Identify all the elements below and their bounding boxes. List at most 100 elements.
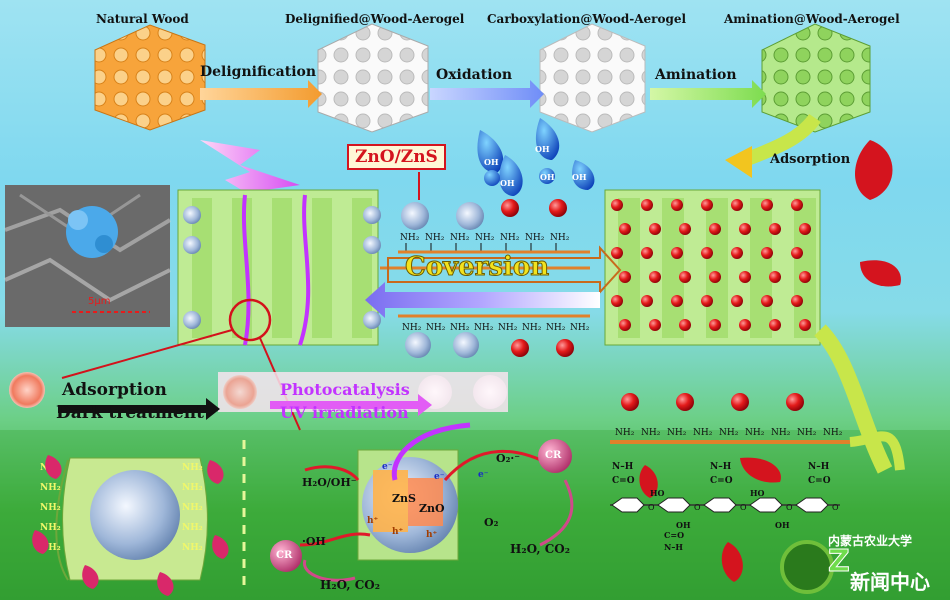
nh2-label: NH₂ [450, 233, 470, 243]
glycosidic-oxygen: O [740, 503, 747, 512]
label-electron-3: e⁻ [478, 470, 489, 480]
dye-sphere [731, 393, 749, 411]
adsorbed-dye-sphere [701, 295, 713, 307]
nh2-label: NH₂ [546, 323, 566, 333]
adsorbed-dye-sphere [709, 319, 721, 331]
label-cr-right: CR [545, 450, 562, 461]
label-adsorption-treatment: Adsorption [62, 380, 167, 400]
cellulose-chain [610, 440, 850, 444]
stage-title-delignified: Delignified@Wood-Aerogel [285, 12, 465, 26]
adsorbed-dye-sphere [671, 199, 683, 211]
oh-label: OH [572, 172, 587, 182]
amination-block [761, 23, 871, 133]
pore-nh2-left: NH₂ [40, 503, 61, 513]
adsorbed-dye-sphere [641, 295, 653, 307]
carboxylation-block [539, 23, 646, 133]
adsorbed-dye-sphere [731, 199, 743, 211]
nh2-label: NH₂ [641, 428, 661, 438]
glucose-ring [657, 497, 691, 513]
chem-co-1: C=O [612, 476, 635, 486]
label-cr-left: CR [276, 550, 293, 561]
adsorbed-dye-sphere [611, 199, 623, 211]
label-photocatalysis: Photocatalysis [280, 380, 410, 399]
chem-nh-4: N–H [664, 542, 683, 552]
label-hole-1: h⁺ [367, 516, 379, 526]
nh2-label: NH₂ [667, 428, 687, 438]
label-adsorption-top: Adsorption [770, 152, 851, 167]
glucose-ring [703, 497, 737, 513]
adsorbed-dye-sphere [799, 223, 811, 235]
oh-label: OH [540, 172, 555, 182]
chem-co-3: C=O [808, 476, 831, 486]
chem-ho-1: HO [650, 488, 665, 498]
adsorbed-dye-sphere [671, 295, 683, 307]
glycosidic-oxygen: O [648, 503, 655, 512]
adsorbed-dye-sphere [619, 271, 631, 283]
label-oxidation: Oxidation [436, 67, 513, 83]
nh2-label: NH₂ [525, 233, 545, 243]
nh2-label: NH₂ [550, 233, 570, 243]
adsorbed-dye-sphere [611, 295, 623, 307]
watermark-emblem [780, 540, 834, 594]
pore-nh2-right: NH₂ [182, 523, 203, 533]
nh2-label: NH₂ [745, 428, 765, 438]
nh2-label: NH₂ [522, 323, 542, 333]
nh2-label: NH₂ [771, 428, 791, 438]
nh2-label: NH₂ [402, 323, 422, 333]
nh2-label: NH₂ [475, 233, 495, 243]
stage-title-amination: Amination@Wood-Aerogel [724, 12, 900, 26]
reverse-arrow [365, 282, 600, 318]
chem-oh-2: OH [775, 520, 790, 530]
arrow-oxidation [430, 80, 544, 108]
label-oh-radical: ·OH [302, 535, 326, 548]
glycosidic-oxygen: O [694, 503, 701, 512]
nh2-label: NH₂ [823, 428, 843, 438]
watermark: 内蒙古农业大学 Z 新闻中心 [778, 530, 948, 598]
adsorbed-dye-sphere [761, 247, 773, 259]
nh2-label: NH₂ [450, 323, 470, 333]
dye-sphere [511, 339, 529, 357]
glycosidic-oxygen: O [786, 503, 793, 512]
adsorbed-dye-sphere [679, 223, 691, 235]
chem-co-4: C=O [664, 530, 685, 540]
adsorbed-dye-sphere [731, 247, 743, 259]
adsorbed-dye-sphere [731, 295, 743, 307]
cr-sphere-right [538, 439, 572, 473]
label-hole-2: h⁺ [392, 527, 404, 537]
material-label: ZnO/ZnS [355, 147, 438, 167]
adsorbed-dye-sphere [791, 199, 803, 211]
adsorbed-dye-sphere [769, 271, 781, 283]
nh2-label: NH₂ [400, 233, 420, 243]
dye-sphere [621, 393, 639, 411]
adsorbed-dye-sphere [739, 223, 751, 235]
glucose-ring [749, 497, 783, 513]
nh2-label: NH₂ [693, 428, 713, 438]
chem-nh-3: N–H [808, 462, 830, 472]
pore-nh2-left: NH₂ [40, 523, 61, 533]
adsorbed-dye-sphere [739, 271, 751, 283]
nh2-label: NH₂ [498, 323, 518, 333]
vial-3 [418, 375, 452, 409]
chem-ho-2: HO [750, 488, 765, 498]
adsorbed-dye-sphere [649, 271, 661, 283]
pore-nh2-right: NH₂ [182, 503, 203, 513]
scale-label: 5μm [88, 296, 111, 307]
adsorbed-dye-sphere [761, 199, 773, 211]
pore-diagram [55, 457, 208, 581]
label-o2: O₂ [484, 516, 499, 529]
label-hole-3: h⁺ [426, 530, 438, 540]
photocatalyst-particle [357, 449, 459, 561]
nh2-label: NH₂ [615, 428, 635, 438]
glucose-ring [795, 497, 829, 513]
adsorption-arrowhead [725, 146, 752, 178]
vial-2 [223, 375, 257, 409]
label-products-left: H₂O, CO₂ [320, 578, 380, 592]
chem-nh-2: N–H [710, 462, 732, 472]
adsorbed-dye-sphere [799, 271, 811, 283]
stage-title-natural-wood: Natural Wood [96, 12, 189, 26]
adsorbed-dye-sphere [769, 223, 781, 235]
dye-sphere [501, 199, 519, 217]
adsorbed-dye-sphere [791, 247, 803, 259]
